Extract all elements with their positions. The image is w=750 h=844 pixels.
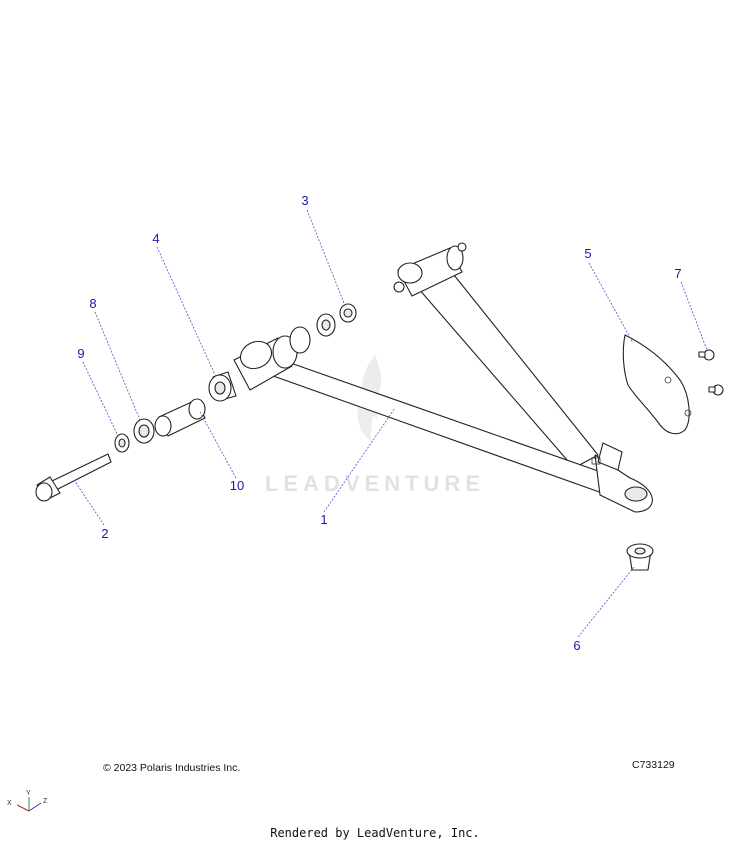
- axis-triad: Y X Z: [7, 790, 48, 812]
- bushing-part-8[interactable]: [133, 418, 155, 444]
- rendered-by-credit: Rendered by LeadVenture, Inc.: [270, 826, 480, 840]
- callout-3[interactable]: 3: [301, 193, 308, 208]
- washer-part-9[interactable]: [114, 433, 130, 453]
- axis-y-label: Y: [26, 790, 31, 797]
- callout-2[interactable]: 2: [101, 526, 108, 541]
- callout-7[interactable]: 7: [674, 266, 681, 281]
- callout-10[interactable]: 10: [230, 478, 244, 493]
- leader-lines: [73, 209, 708, 638]
- callout-8[interactable]: 8: [89, 296, 96, 311]
- axis-x-label: X: [7, 800, 12, 807]
- screw-part-7[interactable]: [698, 349, 724, 396]
- nut-part-6[interactable]: [626, 543, 654, 571]
- a-arm-part-1[interactable]: [233, 242, 653, 513]
- callout-9[interactable]: 9: [77, 346, 84, 361]
- callout-1[interactable]: 1: [320, 512, 327, 527]
- bracket-part-5[interactable]: [622, 334, 692, 435]
- callouts: 1 2 3 4 5 6 7 8 9 10: [77, 193, 681, 653]
- axis-z-label: Z: [43, 798, 48, 805]
- copyright-notice: © 2023 Polaris Industries Inc.: [103, 762, 241, 774]
- callout-6[interactable]: 6: [573, 638, 580, 653]
- bushing-part-4[interactable]: [208, 371, 237, 402]
- sleeve-part-10[interactable]: [154, 398, 206, 437]
- bolt-part-2[interactable]: [35, 453, 112, 502]
- watermark-text: LEADVENTURE: [265, 471, 485, 496]
- callout-4[interactable]: 4: [152, 231, 159, 246]
- bushing-part-3[interactable]: [289, 303, 357, 354]
- callout-5[interactable]: 5: [584, 246, 591, 261]
- figure-code: C733129: [632, 759, 675, 771]
